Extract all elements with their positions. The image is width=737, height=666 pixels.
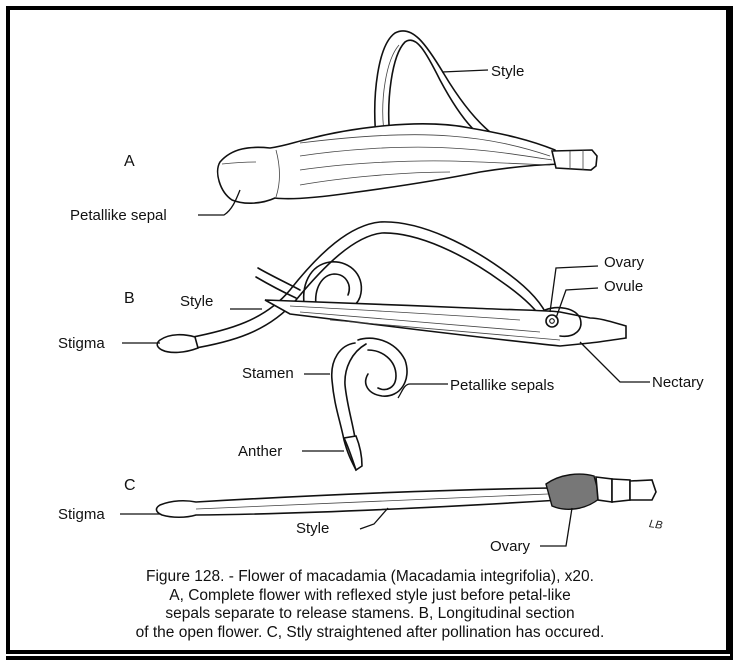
label-b-nectary: Nectary — [652, 374, 704, 391]
caption-line-3: sepals separate to release stamens. B, L… — [60, 605, 680, 624]
label-b-style: Style — [180, 293, 213, 310]
label-a-petallike-sepal: Petallike sepal — [70, 207, 167, 224]
label-b-anther: Anther — [238, 443, 282, 460]
label-c-ovary: Ovary — [490, 538, 531, 555]
flower-a-drawing — [218, 31, 597, 203]
label-b-stigma: Stigma — [58, 335, 105, 352]
part-label-b: B — [124, 290, 135, 307]
label-b-petallike-sepals: Petallike sepals — [450, 377, 554, 394]
label-c-stigma: Stigma — [58, 506, 105, 523]
caption-line-2: A, Complete flower with reflexed style j… — [60, 587, 680, 606]
label-b-ovary: Ovary — [604, 254, 645, 271]
flower-b-drawing — [157, 222, 626, 470]
label-b-stamen: Stamen — [242, 365, 294, 382]
label-a-style: Style — [491, 63, 524, 80]
part-label-a: A — [124, 153, 135, 170]
label-c-style: Style — [296, 520, 329, 537]
part-label-c: C — [124, 477, 136, 494]
flower-c-drawing — [156, 474, 656, 517]
artist-signature: LB — [648, 518, 663, 532]
caption-line-1: Figure 128. - Flower of macadamia (Macad… — [60, 568, 680, 587]
figure-caption: Figure 128. - Flower of macadamia (Macad… — [60, 568, 680, 642]
caption-line-4: of the open flower. C, Stly straightened… — [60, 624, 680, 643]
label-b-ovule: Ovule — [604, 278, 643, 295]
